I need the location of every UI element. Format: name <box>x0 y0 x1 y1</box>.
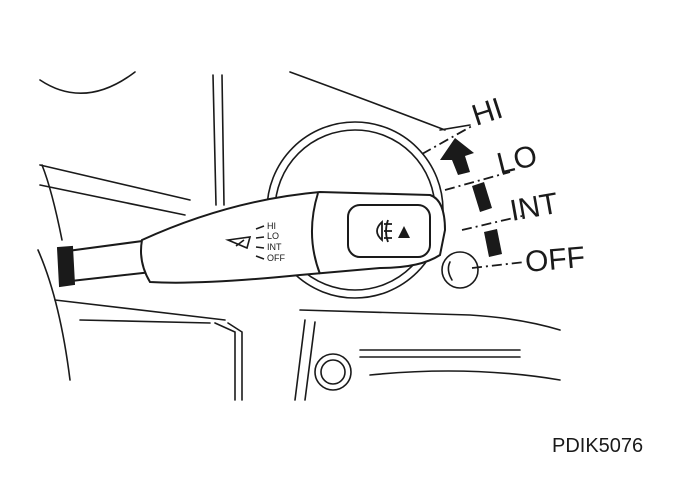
lever-label-ticks <box>255 225 265 260</box>
position-label-int: INT <box>507 187 560 228</box>
position-label-hi: HI <box>468 92 507 133</box>
wiper-lever <box>56 190 447 288</box>
motion-arrow-icon <box>440 138 502 257</box>
position-leader-lines <box>421 125 526 269</box>
lever-label-lo: LO <box>267 231 279 241</box>
fog-light-icon <box>376 219 392 243</box>
up-arrow-icon <box>398 226 410 238</box>
wiper-icon <box>224 236 252 250</box>
lever-label-off: OFF <box>267 253 285 263</box>
position-label-off: OFF <box>524 241 587 279</box>
position-label-lo: LO <box>494 139 541 181</box>
lever-label-int: INT <box>267 242 282 252</box>
figure-code: PDIK5076 <box>552 435 643 457</box>
lever-label-hi: HI <box>267 221 276 231</box>
